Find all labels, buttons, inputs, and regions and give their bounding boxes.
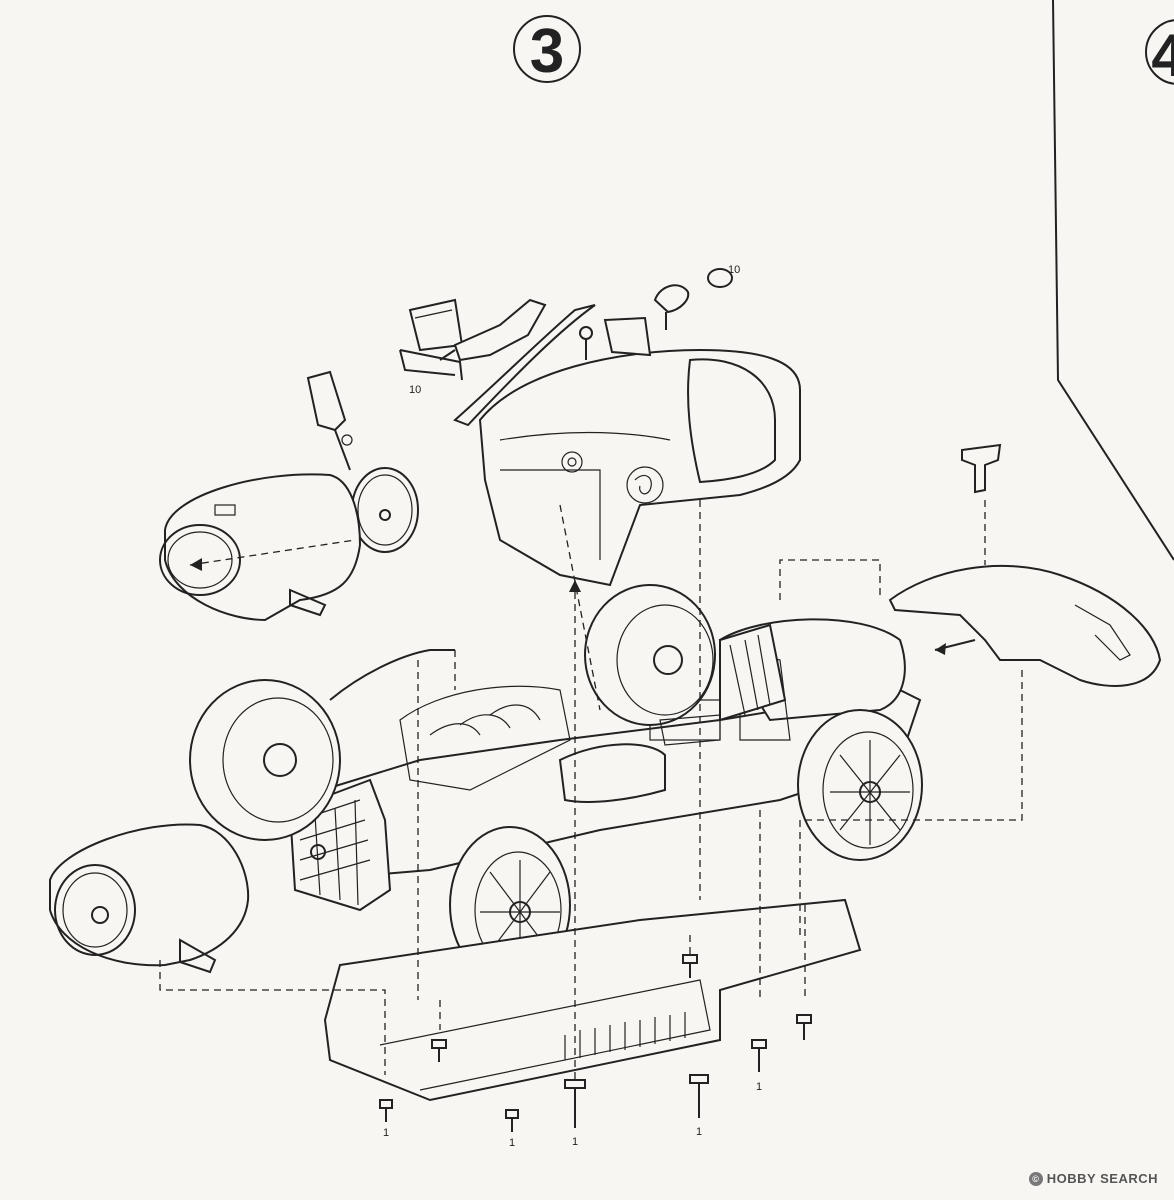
- radiator-cap-part: [961, 443, 1002, 494]
- hobby-search-watermark: © HOBBY SEARCH: [1028, 1171, 1158, 1186]
- nose-cone-lower: [49, 823, 250, 974]
- screw-label-front-left: 1: [383, 1127, 389, 1139]
- headlamp-part: 10: [653, 264, 740, 330]
- screw-right-b: 1: [751, 1039, 767, 1093]
- engine-block: [399, 685, 571, 791]
- brake-line-part: [329, 649, 455, 701]
- rear-cowl-part: [478, 348, 801, 587]
- assembly-guides: [159, 500, 1023, 1120]
- screw-label-center: 1: [572, 1136, 578, 1148]
- watermark-text: HOBBY SEARCH: [1046, 1171, 1158, 1186]
- steering-shaft-part: [439, 298, 547, 362]
- screw-far-right: [796, 1014, 812, 1040]
- screw-front-mid: 1: [505, 1109, 519, 1149]
- screw-label-right-b: 1: [756, 1081, 762, 1093]
- screw-left-under: [431, 1039, 447, 1062]
- screw-chassis: [682, 954, 698, 978]
- grille-disc-part: [351, 467, 419, 553]
- driver-seat: [659, 623, 787, 746]
- copyright-icon: ©: [1028, 1171, 1043, 1186]
- wheel-front-right: [797, 709, 923, 861]
- fuel-tank: [558, 743, 666, 803]
- wheel-rear-right: [584, 584, 716, 726]
- tail-cone-part: [888, 564, 1162, 687]
- step-4-badge: 4: [1145, 19, 1174, 89]
- part-number-lens: 10: [728, 264, 740, 276]
- side-rail-part: [453, 304, 596, 427]
- mirror-pin-part: [579, 326, 593, 360]
- screw-label-front-mid: 1: [509, 1137, 515, 1149]
- step-4-panel-border: [1052, 0, 1174, 561]
- step-4-number: 4: [1151, 22, 1174, 89]
- screw-right-a: 1: [689, 1074, 709, 1138]
- direction-arrows: [190, 558, 976, 655]
- part-number-bracket: 10: [409, 384, 421, 396]
- screw-label-right-a: 1: [696, 1126, 702, 1138]
- shock-absorber-part: [306, 370, 353, 471]
- screw-center: 1: [564, 1079, 586, 1148]
- undertray-part: [323, 898, 862, 1102]
- windscreen-parts: 10: [399, 298, 652, 396]
- wheel-rear-left: [189, 679, 341, 841]
- step-3-number: 3: [530, 17, 564, 86]
- nose-cone-upper: [159, 473, 362, 622]
- screw-front-left: 1: [379, 1099, 393, 1139]
- step-3-badge: 3: [513, 15, 581, 86]
